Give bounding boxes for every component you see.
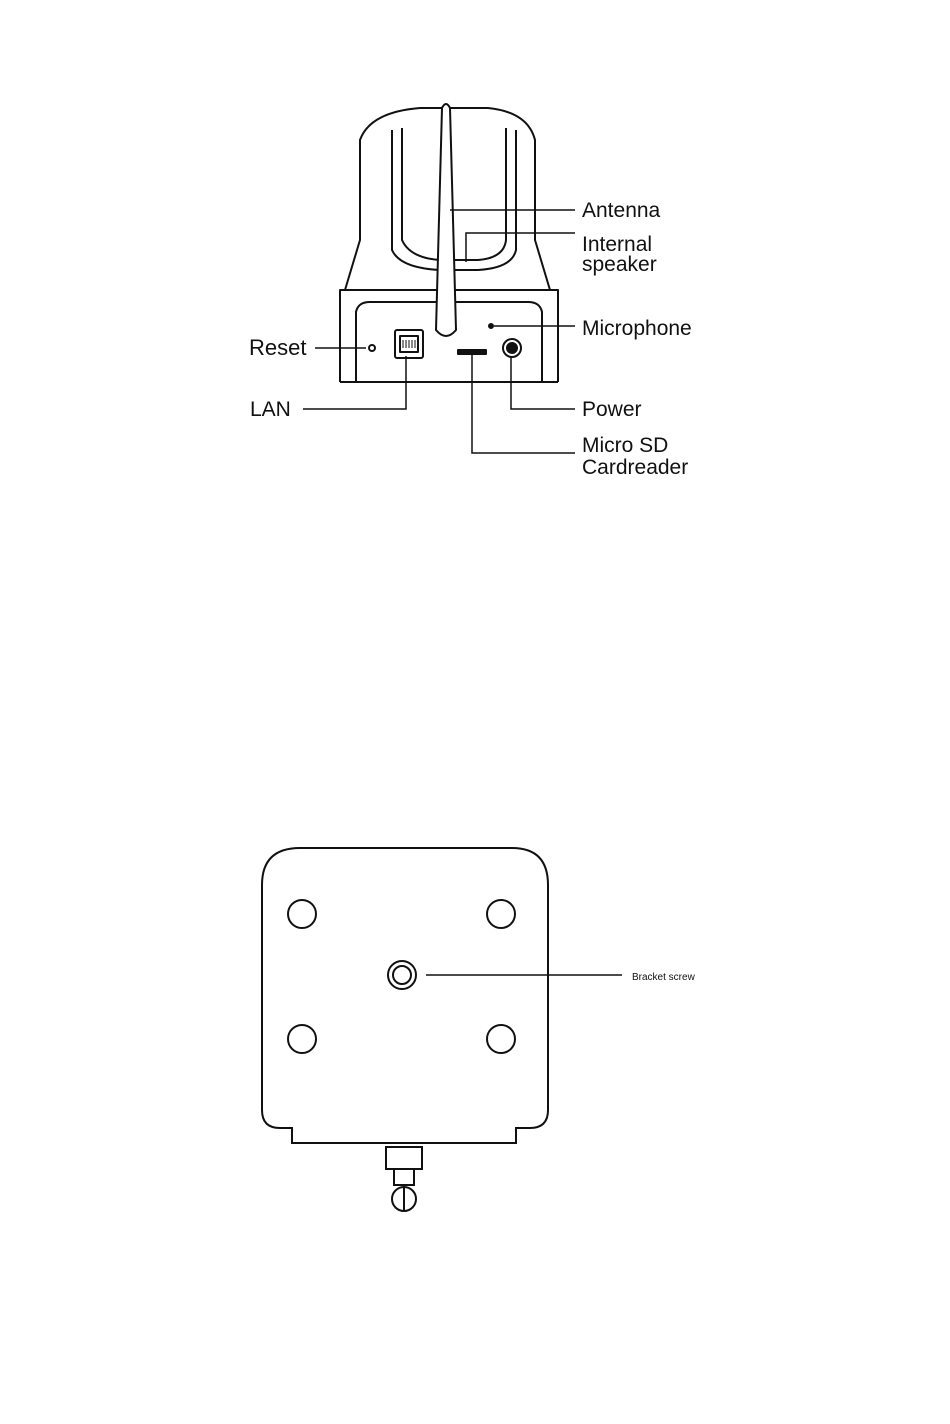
mount-hole-top-left <box>288 900 316 928</box>
antenna-shape <box>436 104 456 336</box>
antenna-stub-base <box>386 1147 422 1169</box>
microsd-slot <box>458 350 486 354</box>
power-label: Power <box>582 399 642 420</box>
antenna-stub-neck <box>394 1169 414 1185</box>
speaker-leader <box>466 233 575 262</box>
microsd-leader <box>472 354 575 453</box>
reset-hole <box>369 345 375 351</box>
reset-label: Reset <box>249 337 306 358</box>
mount-hole-bottom-right <box>487 1025 515 1053</box>
camera-bottom-outline <box>262 848 548 1143</box>
lan-label: LAN <box>250 399 291 420</box>
bracket-screw-inner <box>393 966 411 984</box>
microphone-dot <box>489 324 493 328</box>
internal-speaker-label-line1: Internal <box>582 234 652 255</box>
internal-speaker-label-line2: speaker <box>582 254 657 275</box>
microsd-label-line2: Cardreader <box>582 457 688 478</box>
mount-hole-bottom-left <box>288 1025 316 1053</box>
microsd-label-line1: Micro SD <box>582 435 668 456</box>
antenna-label: Antenna <box>582 200 660 221</box>
bracket-screw-label: Bracket screw <box>632 972 695 983</box>
microphone-label: Microphone <box>582 318 692 339</box>
mount-hole-top-right <box>487 900 515 928</box>
